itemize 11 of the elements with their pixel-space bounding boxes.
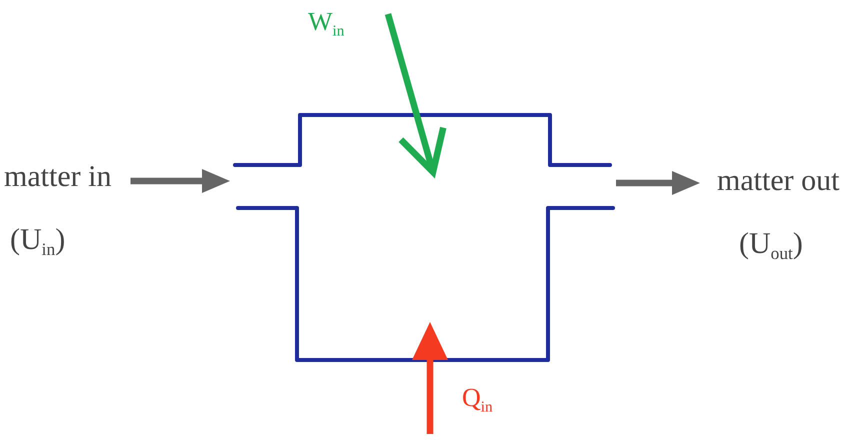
arrow — [616, 171, 700, 195]
internal-energy-label: (U$_{in}$) — [10, 223, 66, 256]
edge-label: Q$_{in}$ — [462, 384, 493, 413]
arrow — [412, 322, 448, 434]
arrow — [130, 169, 230, 193]
matter-label: matter out — [717, 164, 840, 197]
arrow — [384, 13, 446, 176]
system-vessel — [233, 113, 615, 362]
edge-label: W$_{in}$ — [308, 8, 344, 37]
internal-energy-label: (U$_{out}$) — [739, 227, 803, 260]
matter-label: matter in — [4, 160, 112, 193]
